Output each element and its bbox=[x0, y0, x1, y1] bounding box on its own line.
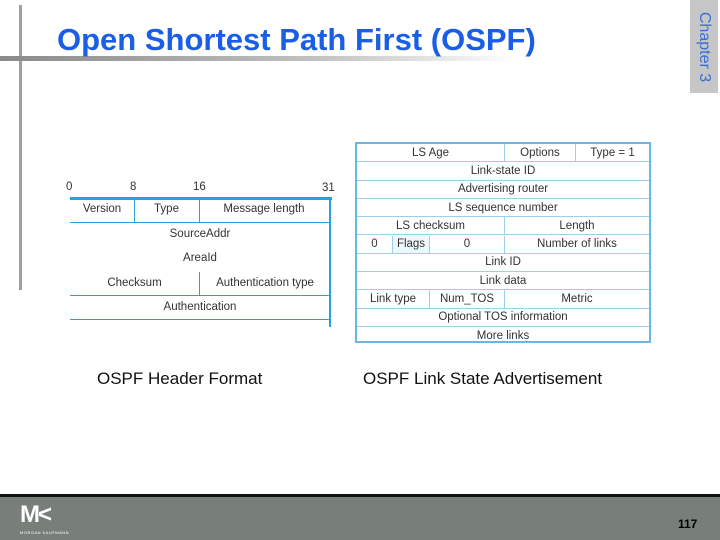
lsa-field: Flags bbox=[393, 235, 430, 253]
field-type: Type bbox=[154, 203, 179, 215]
field-area-id: AreaId bbox=[183, 252, 217, 264]
lsa-caption: OSPF Link State Advertisement bbox=[363, 369, 603, 388]
publisher-logo: M< bbox=[20, 501, 52, 528]
bit-label: 16 bbox=[193, 181, 206, 193]
lsa-field: Advertising router bbox=[457, 183, 549, 196]
divider bbox=[70, 197, 332, 200]
header-format-caption: OSPF Header Format bbox=[97, 369, 263, 388]
page-number: 117 bbox=[678, 517, 698, 531]
divider bbox=[70, 222, 330, 223]
divider bbox=[199, 199, 200, 222]
lsa-field: 0 bbox=[430, 235, 505, 253]
chapter-tab: Chapter 3 bbox=[690, 0, 718, 93]
decorative-vertical-line bbox=[19, 5, 22, 290]
divider bbox=[70, 295, 330, 296]
lsa-field: Link type bbox=[357, 290, 430, 308]
field-source-addr: SourceAddr bbox=[169, 228, 231, 240]
lsa-field: Type = 1 bbox=[590, 146, 635, 159]
lsa-field: Num_TOS bbox=[430, 290, 505, 308]
publisher-logo-subtext: MORGAN KAUFMANN bbox=[20, 530, 70, 535]
field-version: Version bbox=[82, 203, 122, 215]
bit-label: 0 bbox=[66, 181, 73, 193]
lsa-field: Link-state ID bbox=[470, 164, 536, 177]
divider bbox=[329, 197, 331, 327]
footer-divider bbox=[0, 494, 720, 497]
lsa-field: Length bbox=[559, 219, 595, 232]
lsa-field: Metric bbox=[561, 293, 593, 306]
lsa-field: More links bbox=[476, 330, 530, 343]
divider bbox=[199, 272, 200, 295]
lsa-field: Optional TOS information bbox=[438, 311, 568, 324]
lsa-field: LS sequence number bbox=[448, 201, 558, 214]
footer-bar bbox=[0, 497, 720, 540]
lsa-field: LS Age bbox=[357, 144, 505, 162]
field-authentication: Authentication bbox=[163, 301, 237, 313]
field-auth-type: Authentication type bbox=[216, 277, 314, 289]
lsa-field: Link ID bbox=[485, 256, 521, 269]
lsa-field: Link data bbox=[479, 274, 527, 287]
bit-label: 8 bbox=[130, 181, 137, 193]
slide-title: Open Shortest Path First (OSPF) bbox=[57, 22, 536, 57]
divider bbox=[70, 319, 330, 320]
lsa-field: LS checksum bbox=[357, 217, 505, 235]
field-checksum: Checksum bbox=[107, 277, 162, 289]
decorative-title-bar bbox=[0, 56, 520, 61]
field-message-length: Message length bbox=[223, 203, 305, 215]
bit-label: 31 bbox=[322, 182, 335, 194]
divider bbox=[134, 199, 135, 222]
lsa-field: Number of links bbox=[537, 238, 617, 251]
lsa-field: 0 bbox=[357, 235, 393, 253]
chapter-label: Chapter 3 bbox=[696, 11, 713, 82]
lsa-field: Options bbox=[505, 144, 576, 162]
